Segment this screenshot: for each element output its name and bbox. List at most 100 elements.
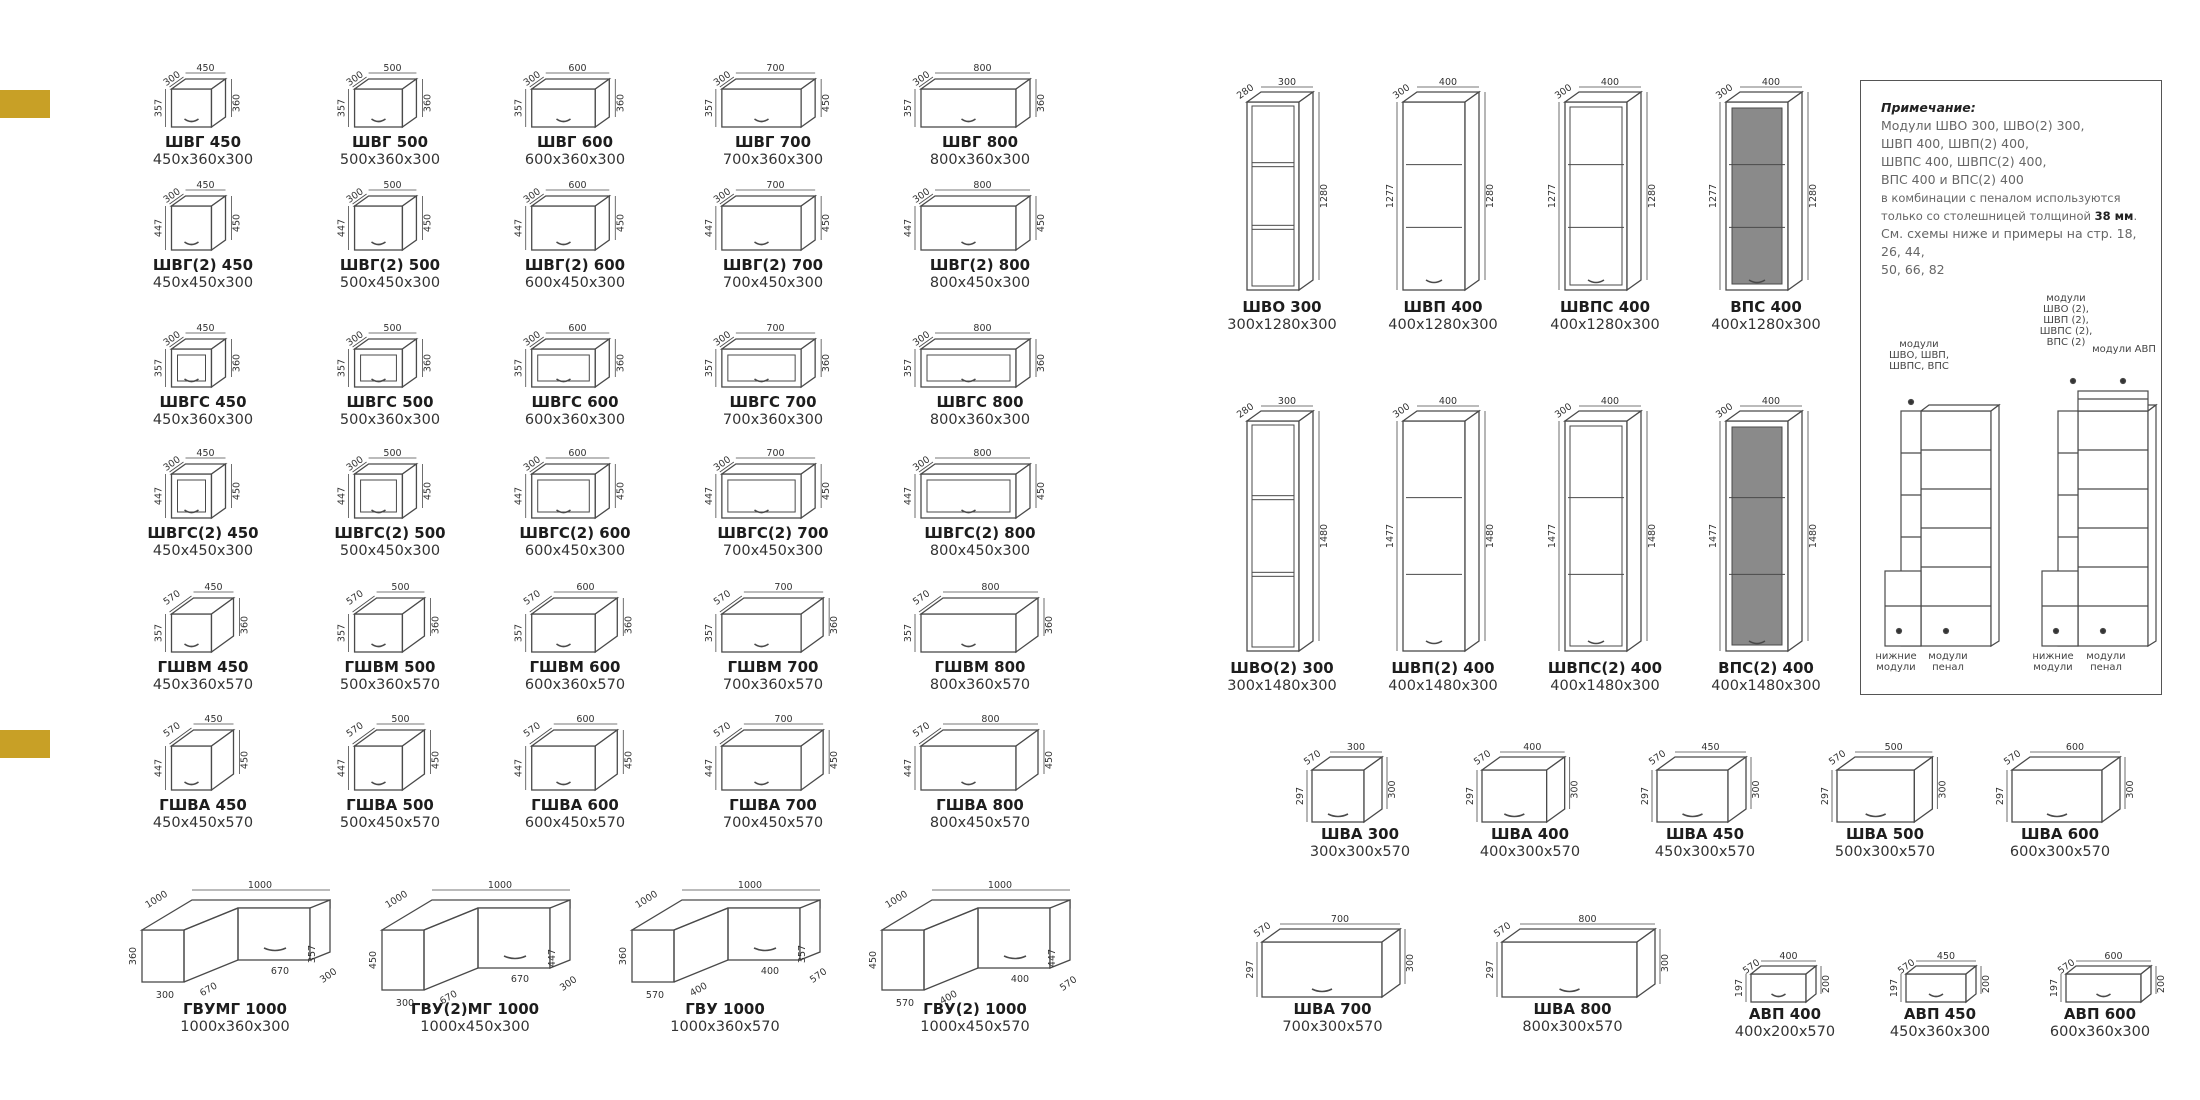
label-bottom-low-2: нижние модули — [2032, 651, 2074, 673]
module-dimensions: 600x300x570 — [2009, 844, 2111, 860]
width-dimension: 400 — [1762, 77, 1780, 88]
inner-height-dimension: 447 — [154, 759, 165, 777]
width-dimension: 400 — [1601, 396, 1619, 407]
note-line: ШВП 400, ШВП(2) 400, — [1881, 136, 2029, 151]
module-dimensions: 500x450x300 — [339, 275, 441, 291]
module-name: ШВГС 800 — [936, 393, 1024, 411]
width-dimension: 450 — [196, 63, 214, 74]
height-dimension: 1480 — [1808, 524, 1819, 548]
width-dimension: 700 — [1331, 914, 1349, 925]
inner-dimension: 400 — [761, 966, 779, 977]
width-dimension: 500 — [383, 448, 401, 459]
inner-height-dimension: 357 — [704, 99, 715, 117]
inner-height-dimension: 1477 — [1708, 524, 1719, 548]
inner-height-dimension: 357 — [154, 359, 165, 377]
width-dimension: 300 — [1278, 396, 1296, 407]
height-dimension: 360 — [232, 94, 243, 112]
height-dimension: 360 — [430, 616, 441, 634]
height-dimension: 360 — [623, 616, 634, 634]
inner-height-dimension: 447 — [704, 487, 715, 505]
module-dimensions: 400x1480x300 — [1388, 678, 1498, 694]
module-name: ГВУ(2) 1000 — [923, 1000, 1027, 1018]
module-name: ШВГ(2) 500 — [339, 256, 441, 274]
height-dimension: 450 — [232, 214, 243, 232]
module-name: ГВУМГ 1000 — [182, 1000, 287, 1018]
width-dimension: 400 — [1439, 77, 1457, 88]
module-name: ШВГС 600 — [531, 393, 619, 411]
module-name: ШВГ(2) 600 — [524, 256, 626, 274]
inner-height-dimension: 357 — [903, 359, 914, 377]
height-dimension: 450 — [821, 94, 832, 112]
section-tab-top — [0, 90, 50, 118]
module-name: ГШВА 450 — [159, 796, 247, 814]
height-dimension: 360 — [618, 947, 629, 965]
module-name: ШВА 500 — [1845, 825, 1925, 843]
inner-height-dimension: 447 — [903, 219, 914, 237]
module-name: ШВГС(2) 500 — [334, 524, 446, 542]
label-left-top: модули ШВО, ШВП, ШВПС, ВПС — [1888, 339, 1950, 372]
width-dimension: 500 — [1885, 742, 1903, 753]
module-name: ШВГС 700 — [729, 393, 817, 411]
height-dimension: 300 — [1660, 954, 1671, 972]
note-title: Примечание: — [1881, 100, 1976, 115]
module-dimensions: 800x300x570 — [1522, 1019, 1623, 1035]
height-dimension: 1280 — [1647, 184, 1658, 208]
width-dimension: 700 — [774, 582, 792, 593]
module-dimensions: 600x360x300 — [2049, 1024, 2151, 1040]
inner-height-dimension: 357 — [337, 99, 348, 117]
inner-height-dimension: 357 — [797, 945, 808, 963]
module-dimensions: 500x300x570 — [1834, 844, 1936, 860]
depth-dimension: 570 — [896, 998, 914, 1009]
note-line: только со столешницей толщиной 38 мм. — [1881, 209, 2138, 223]
depth-dimension: 300 — [396, 998, 414, 1009]
inner-height-dimension: 357 — [337, 359, 348, 377]
inner-dimension: 400 — [1011, 974, 1029, 985]
side-width-dimension: 1000 — [884, 889, 910, 911]
inner-dimension: 670 — [511, 974, 529, 985]
height-dimension: 450 — [368, 951, 379, 969]
label-avp: модули АВП — [2092, 344, 2156, 355]
height-dimension: 300 — [1751, 780, 1762, 798]
width-dimension: 700 — [766, 323, 784, 334]
width-dimension: 700 — [766, 180, 784, 191]
width-dimension: 800 — [981, 582, 999, 593]
inner-height-dimension: 447 — [903, 759, 914, 777]
inner-height-dimension: 447 — [1047, 949, 1058, 967]
width-dimension: 600 — [576, 582, 594, 593]
module-name: ШВГ(2) 700 — [722, 256, 824, 274]
module-dimensions: 700x450x300 — [722, 275, 824, 291]
width-dimension: 700 — [766, 448, 784, 459]
inner-height-dimension: 447 — [514, 219, 525, 237]
inner-height-dimension: 197 — [2049, 979, 2060, 997]
module-dimensions: 500x360x570 — [339, 677, 441, 693]
module-dimensions: 500x450x570 — [339, 815, 441, 831]
inner-height-dimension: 447 — [154, 219, 165, 237]
module-dimensions: 450x300x570 — [1654, 844, 1756, 860]
module-name: ВПС 400 — [1730, 298, 1802, 316]
module-dimensions: 600x360x300 — [524, 152, 626, 168]
